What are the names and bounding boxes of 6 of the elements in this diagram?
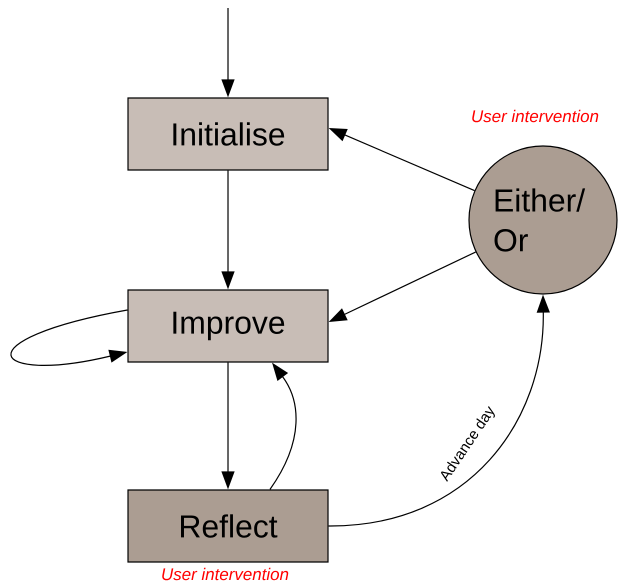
- note-text: User intervention: [162, 568, 288, 580]
- process-box: Initialise: [127, 97, 329, 171]
- process-box: Improve: [127, 289, 329, 363]
- arrow: [10, 309, 128, 366]
- note-text: User intervention: [472, 110, 598, 122]
- process-box: Reflect: [127, 489, 329, 563]
